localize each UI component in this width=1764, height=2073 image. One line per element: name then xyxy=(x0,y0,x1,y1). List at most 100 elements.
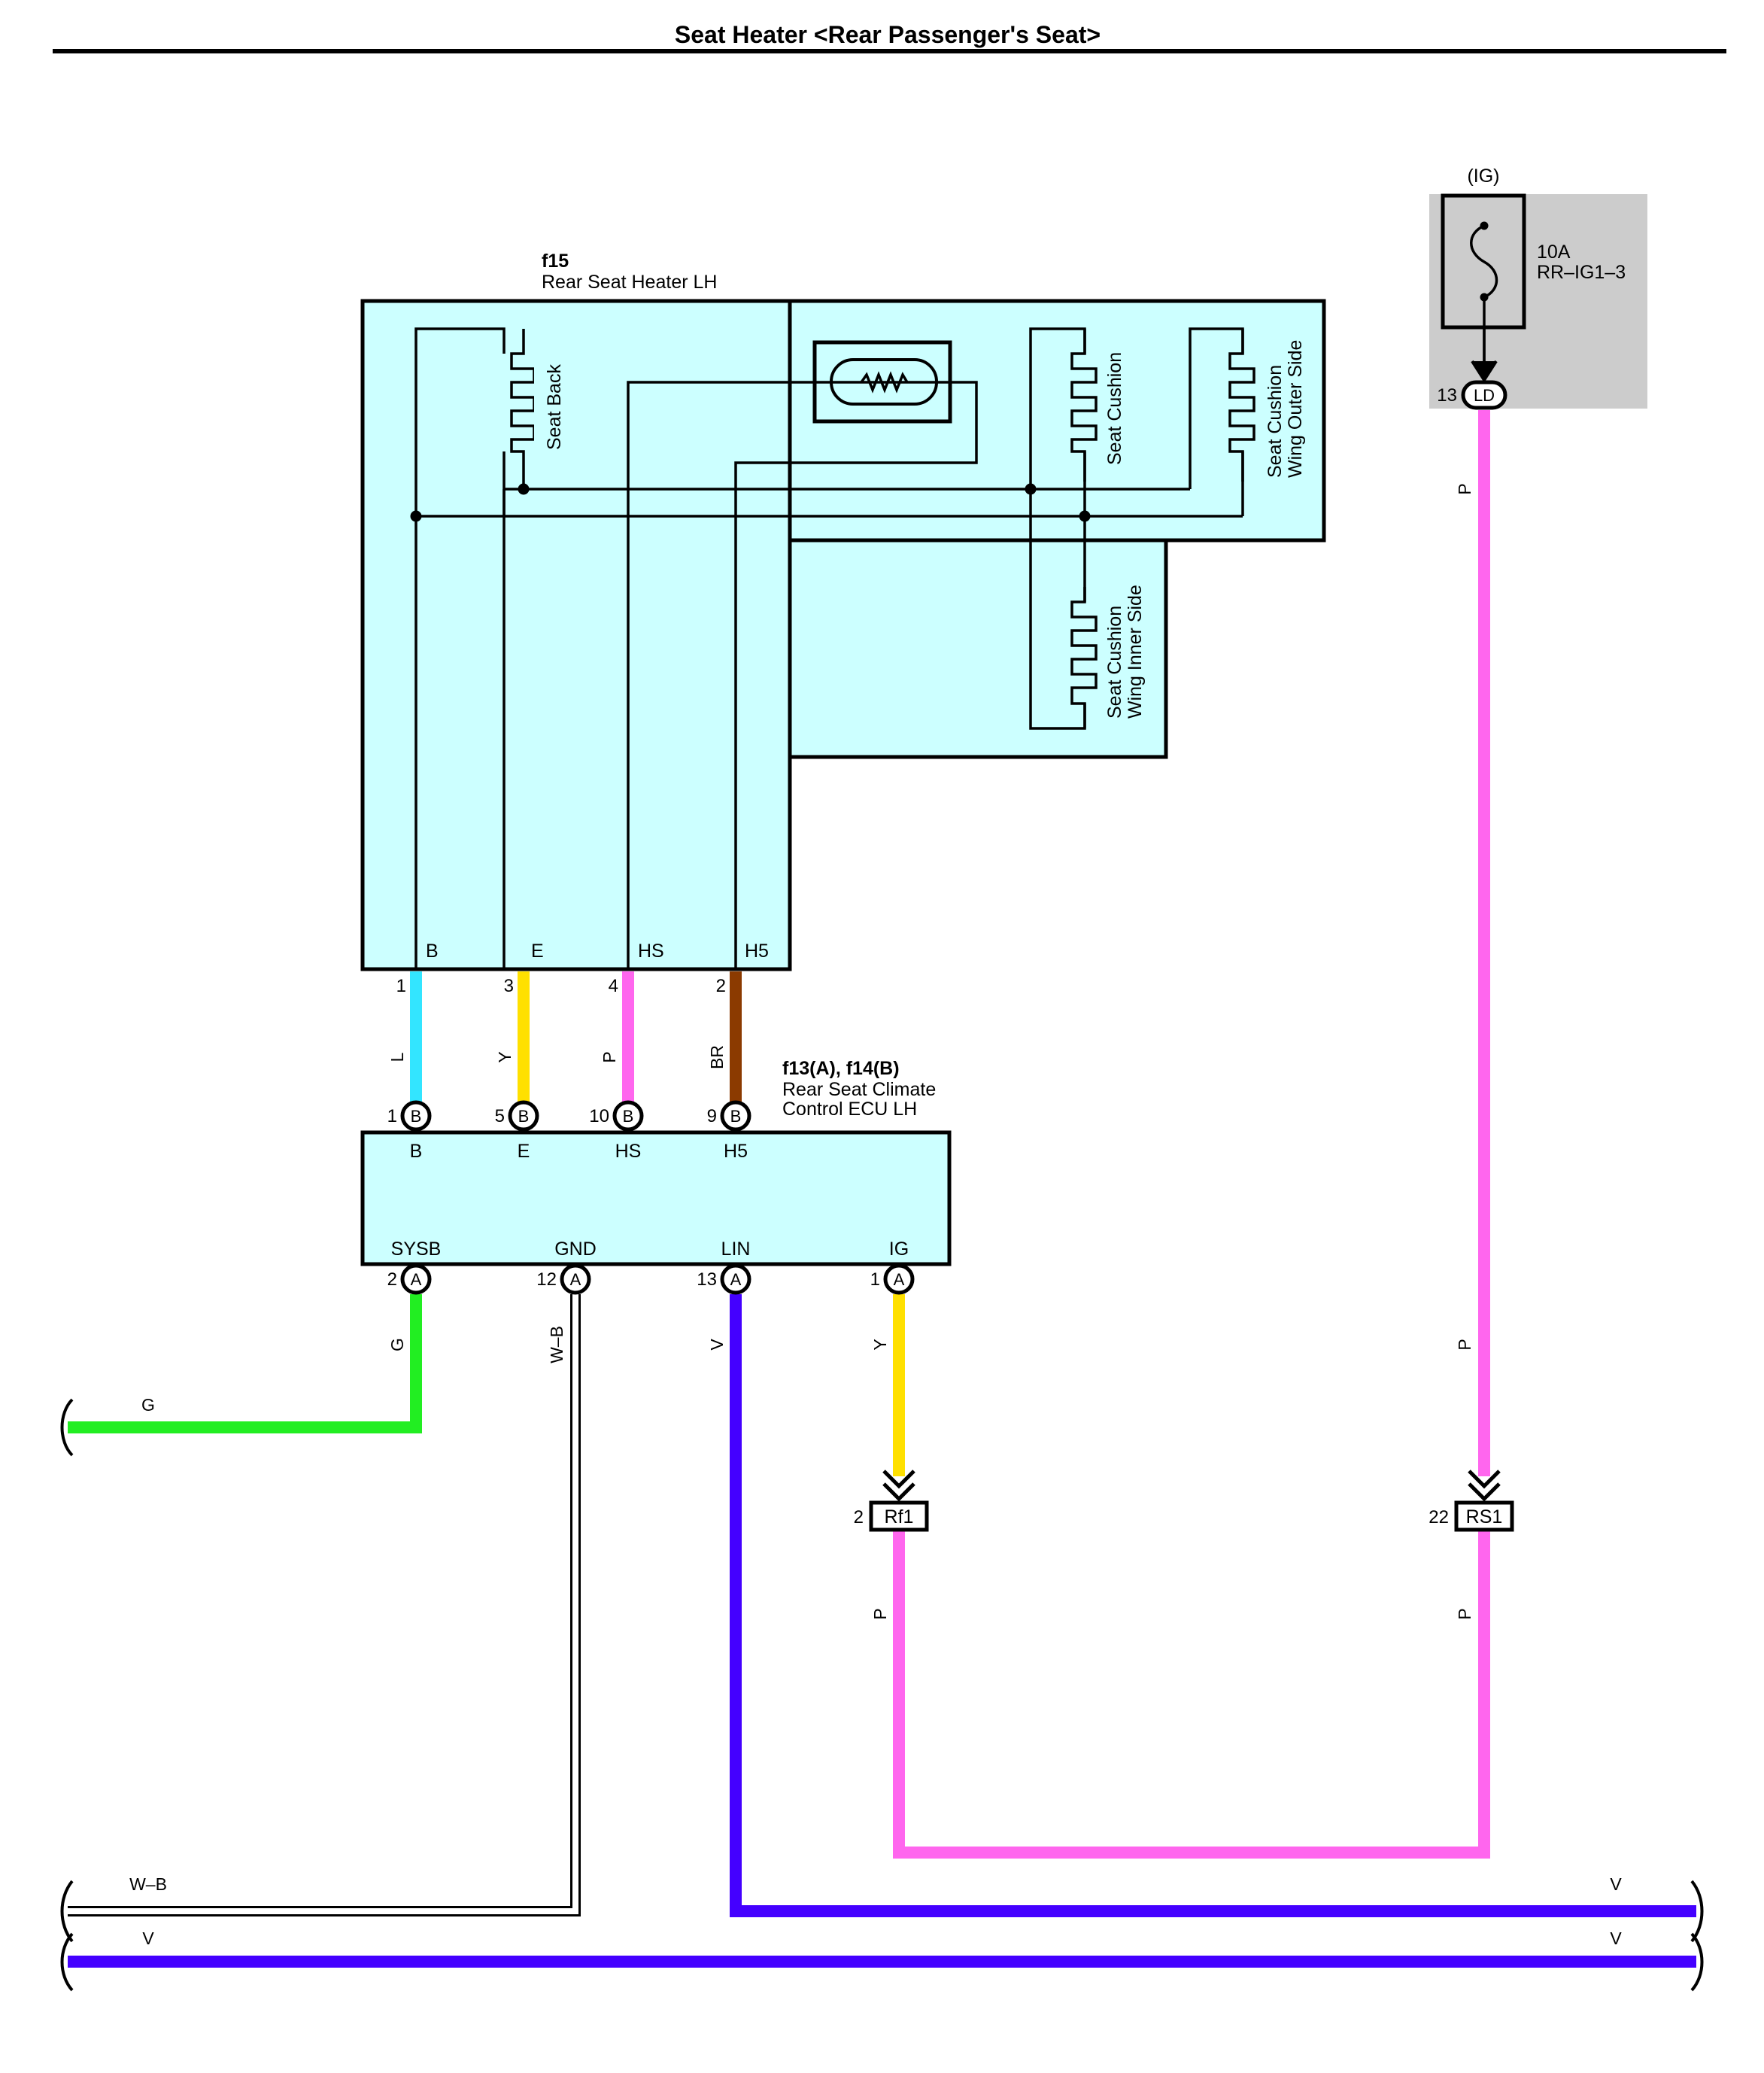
svg-text:A: A xyxy=(730,1270,742,1289)
continuation-bracket-icon xyxy=(60,1932,74,1992)
rear-seat-heater-lh: Seat Back Seat Cushion Seat Cushion Wing… xyxy=(360,299,1326,971)
connector-arrow-icon xyxy=(1471,360,1498,381)
ecu-pin-number: 9 xyxy=(707,1106,717,1126)
ecu-pin-number: 2 xyxy=(387,1269,397,1290)
ecu-pin-number: 1 xyxy=(870,1269,880,1290)
continuation-bracket-icon xyxy=(1690,1932,1704,1992)
ecu-terminal-label: GND xyxy=(554,1239,597,1260)
wire-color-label: G xyxy=(387,1338,407,1351)
ecu-connector-pin: A xyxy=(400,1263,432,1295)
ecu-terminal-label: LIN xyxy=(721,1239,751,1260)
ecu-terminal-label: SYSB xyxy=(391,1239,442,1260)
wire-wb xyxy=(68,1294,581,1916)
svg-text:RS1: RS1 xyxy=(1466,1506,1503,1527)
fuse-rating: 10A xyxy=(1537,242,1571,263)
svg-text:LD: LD xyxy=(1474,386,1495,405)
seat-cushion-heater-element xyxy=(1070,329,1098,482)
rear-seat-climate-control-ecu-lh: B E HS H5 SYSB GND LIN IG xyxy=(360,1130,952,1266)
splice-dot xyxy=(410,510,422,522)
wire-color-label: P xyxy=(1455,1339,1474,1350)
svg-text:A: A xyxy=(411,1270,422,1289)
fuse-icon xyxy=(1470,224,1498,361)
junction-pin-number: 2 xyxy=(854,1507,864,1527)
heater-pin-number: 3 xyxy=(504,976,514,996)
junction-connector-rs1: RS1 xyxy=(1454,1500,1514,1532)
svg-text:B: B xyxy=(518,1107,530,1126)
ecu-connector-pin: B xyxy=(400,1100,432,1132)
ecu-connector-pin: B xyxy=(612,1100,644,1132)
junction-connector-rf1: Rf1 xyxy=(869,1500,929,1532)
heater-terminal-label: B xyxy=(426,941,439,962)
ecu-code: f13(A), f14(B) xyxy=(782,1058,900,1079)
wire-color-label: P xyxy=(1455,1608,1474,1619)
svg-text:B: B xyxy=(411,1107,422,1126)
heater-pin-number: 4 xyxy=(609,976,618,996)
fuse-name: RR–IG1–3 xyxy=(1537,262,1626,283)
svg-text:Rf1: Rf1 xyxy=(885,1506,914,1527)
seat-cushion-label: Seat Cushion xyxy=(1104,352,1125,465)
ecu-name-line2: Control ECU LH xyxy=(782,1099,917,1120)
splice-dot xyxy=(1079,510,1091,522)
diagram-title: Seat Heater <Rear Passenger's Seat> xyxy=(675,21,1101,48)
wire-color-label: BR xyxy=(707,1045,727,1069)
wire-color-label: V xyxy=(707,1339,727,1351)
fuse-supply-label: (IG) xyxy=(1467,166,1499,187)
wire-color-label: W–B xyxy=(547,1326,566,1363)
junction-pin-number: 22 xyxy=(1429,1507,1449,1527)
heater-name: Rear Seat Heater LH xyxy=(542,272,717,293)
fuse-connector: LD xyxy=(1461,380,1507,410)
wire-color-label: P xyxy=(1455,483,1474,494)
ecu-connector-pin: A xyxy=(560,1263,591,1295)
seat-back-heater-element xyxy=(510,329,534,489)
heater-pin-number: 2 xyxy=(716,976,726,996)
wire-color-label: P xyxy=(600,1051,619,1062)
ecu-terminal-label: IG xyxy=(889,1239,909,1260)
svg-text:B: B xyxy=(623,1107,634,1126)
wire-color-label: Y xyxy=(870,1339,890,1350)
wing-outer-label-line1: Seat Cushion xyxy=(1265,365,1286,478)
svg-text:B: B xyxy=(730,1107,742,1126)
bus-label-g: G xyxy=(141,1395,155,1415)
ecu-terminal-label: HS xyxy=(615,1141,642,1162)
wing-inner-label-line2: Wing Inner Side xyxy=(1125,585,1146,719)
connector-arrow-icon xyxy=(882,1470,915,1502)
bus-label-v-right-upper: V xyxy=(1610,1874,1622,1894)
svg-text:A: A xyxy=(570,1270,581,1289)
splice-dot xyxy=(1025,483,1037,495)
ecu-connector-pin: B xyxy=(720,1100,751,1132)
heater-terminal-label: HS xyxy=(638,941,664,962)
wire-g xyxy=(68,1294,422,1433)
continuation-bracket-icon xyxy=(60,1398,74,1457)
ecu-pin-number: 12 xyxy=(536,1269,557,1290)
wing-inner-label-line1: Seat Cushion xyxy=(1104,606,1125,719)
heater-terminal-label: H5 xyxy=(745,941,769,962)
bus-label-v-left: V xyxy=(142,1929,154,1948)
heater-code: f15 xyxy=(542,251,569,272)
ecu-pin-number: 10 xyxy=(589,1106,609,1126)
wire-color-label: L xyxy=(387,1052,407,1062)
wing-outer-label-line2: Wing Outer Side xyxy=(1285,340,1306,478)
wing-outer-heater-element xyxy=(1228,329,1255,482)
bus-label-v-right-lower: V xyxy=(1610,1929,1622,1948)
seat-back-label: Seat Back xyxy=(544,364,565,450)
wire-color-label: Y xyxy=(495,1051,515,1062)
wire-color-label: P xyxy=(870,1608,890,1619)
wire-p-return xyxy=(893,1527,1490,1859)
fuse-box xyxy=(1429,193,1647,409)
ecu-connector-pin: B xyxy=(508,1100,539,1132)
ecu-pin-number: 1 xyxy=(387,1106,397,1126)
fuse-pin-number: 13 xyxy=(1437,385,1457,406)
ecu-terminal-label: H5 xyxy=(724,1141,748,1162)
ecu-terminal-label: E xyxy=(518,1141,530,1162)
ecu-connector-pin: A xyxy=(720,1263,751,1295)
svg-text:A: A xyxy=(894,1270,905,1289)
ecu-pin-number: 5 xyxy=(495,1106,505,1126)
wire-wb-core xyxy=(68,1294,578,1914)
bus-label-wb: W–B xyxy=(129,1874,167,1894)
heater-terminal-label: E xyxy=(531,941,544,962)
wire-v-lin xyxy=(730,1294,1696,1917)
ecu-terminal-label: B xyxy=(410,1141,423,1162)
ecu-pin-number: 13 xyxy=(697,1269,717,1290)
ecu-connector-pin: A xyxy=(883,1263,915,1295)
